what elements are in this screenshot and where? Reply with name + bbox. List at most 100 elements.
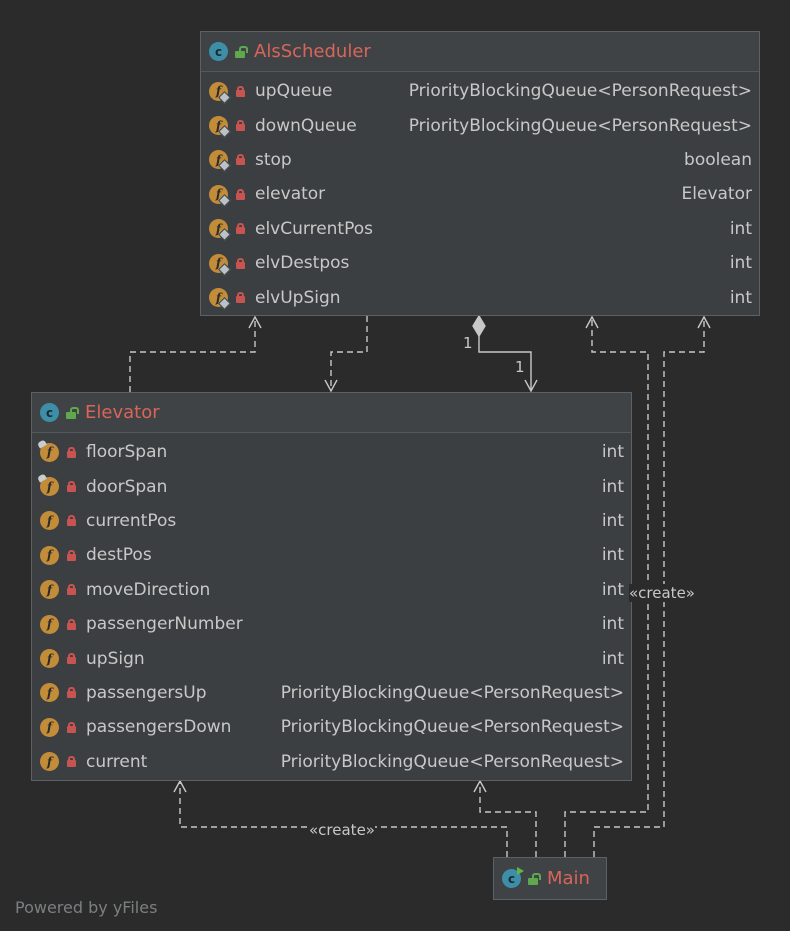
public-unlock-icon bbox=[66, 406, 79, 419]
field-name: elvCurrentPos bbox=[255, 218, 373, 239]
field-name: downQueue bbox=[255, 115, 357, 136]
field-icon: f bbox=[40, 752, 59, 772]
field-icon: f bbox=[209, 116, 231, 138]
edge-als-to-elevator bbox=[330, 316, 368, 390]
field-row[interactable]: f downQueue PriorityBlockingQueue<PersonRe… bbox=[201, 108, 759, 142]
private-lock-icon bbox=[67, 584, 76, 596]
field-name: moveDirection bbox=[86, 579, 211, 600]
field-name: current bbox=[86, 751, 148, 772]
private-lock-icon bbox=[67, 687, 76, 699]
field-icon: f bbox=[40, 545, 59, 565]
field-type: PriorityBlockingQueue<PersonRequest> bbox=[280, 682, 624, 703]
class-header: c Main bbox=[494, 858, 606, 899]
field-name: elvDestpos bbox=[255, 253, 350, 274]
final-pin-icon bbox=[218, 193, 231, 207]
field-row[interactable]: f destPos int bbox=[32, 538, 631, 572]
private-lock-icon bbox=[67, 756, 76, 768]
field-name: stop bbox=[255, 149, 292, 170]
class-header: c Elevator bbox=[32, 393, 631, 433]
field-type: PriorityBlockingQueue<PersonRequest> bbox=[280, 751, 624, 772]
private-lock-icon bbox=[67, 446, 76, 458]
field-icon: f bbox=[40, 649, 59, 669]
field-icon: f bbox=[40, 683, 59, 703]
final-pin-icon bbox=[218, 90, 231, 104]
field-name: upQueue bbox=[255, 81, 333, 102]
arrowhead bbox=[524, 379, 538, 393]
field-icon: f bbox=[209, 253, 231, 276]
field-row[interactable]: f elvUpSign int bbox=[201, 280, 759, 314]
field-type: boolean bbox=[684, 149, 752, 170]
private-lock-icon bbox=[236, 154, 245, 166]
field-name: destPos bbox=[86, 545, 152, 566]
field-type: int bbox=[601, 614, 624, 635]
arrowhead bbox=[324, 379, 338, 393]
create-label-left: «create» bbox=[309, 821, 375, 839]
field-icon: f bbox=[209, 288, 231, 310]
private-lock-icon bbox=[236, 188, 245, 200]
field-row[interactable]: f floorSpan int bbox=[32, 435, 631, 469]
field-row[interactable]: f current PriorityBlockingQueue<PersonRequ… bbox=[32, 745, 631, 779]
public-unlock-icon bbox=[235, 45, 248, 58]
multiplicity-source-label: 1 bbox=[463, 334, 473, 352]
field-icon: f bbox=[209, 219, 231, 242]
class-header: c AlsScheduler bbox=[201, 32, 759, 72]
arrowhead bbox=[473, 779, 487, 793]
private-lock-icon bbox=[67, 549, 76, 561]
field-type: int bbox=[601, 442, 624, 463]
field-type: int bbox=[601, 510, 624, 531]
field-name: floorSpan bbox=[86, 442, 168, 463]
final-pin-icon bbox=[218, 125, 231, 138]
private-lock-icon bbox=[236, 292, 245, 304]
field-name: upSign bbox=[86, 648, 145, 669]
edge-main-elevator-dep bbox=[479, 782, 537, 857]
field-name: currentPos bbox=[86, 510, 177, 531]
arrowhead bbox=[697, 315, 711, 329]
footer-credit: Powered by yFiles bbox=[15, 898, 158, 917]
field-type: Elevator bbox=[681, 184, 752, 205]
arrowhead bbox=[585, 315, 599, 329]
arrowhead bbox=[173, 779, 187, 793]
class-title: Elevator bbox=[85, 402, 160, 423]
create-label-right: «create» bbox=[629, 584, 695, 602]
class-node-main[interactable]: c Main bbox=[493, 857, 607, 900]
static-marker-icon bbox=[37, 439, 47, 449]
arrowhead bbox=[248, 315, 262, 329]
edge-elevator-to-als bbox=[129, 318, 256, 392]
class-c-icon: c bbox=[209, 42, 228, 61]
field-name: elevator bbox=[255, 184, 326, 205]
private-lock-icon bbox=[236, 85, 245, 97]
field-icon: f bbox=[40, 717, 59, 737]
field-type: int bbox=[601, 545, 624, 566]
private-lock-icon bbox=[236, 257, 245, 269]
static-marker-icon bbox=[37, 473, 47, 483]
public-unlock-icon bbox=[528, 872, 541, 885]
field-name: elvUpSign bbox=[255, 287, 341, 308]
final-pin-icon bbox=[218, 262, 231, 276]
private-lock-icon bbox=[67, 618, 76, 630]
field-icon: f bbox=[40, 614, 59, 634]
field-type: int bbox=[601, 476, 624, 497]
main-class-icon: c bbox=[502, 867, 524, 888]
field-type: PriorityBlockingQueue<PersonRequest> bbox=[408, 115, 752, 136]
edge-main-elevator-create bbox=[179, 782, 508, 857]
field-type: int bbox=[729, 287, 752, 308]
private-lock-icon bbox=[67, 721, 76, 733]
field-icon: f bbox=[37, 439, 59, 462]
final-pin-icon bbox=[218, 228, 231, 242]
